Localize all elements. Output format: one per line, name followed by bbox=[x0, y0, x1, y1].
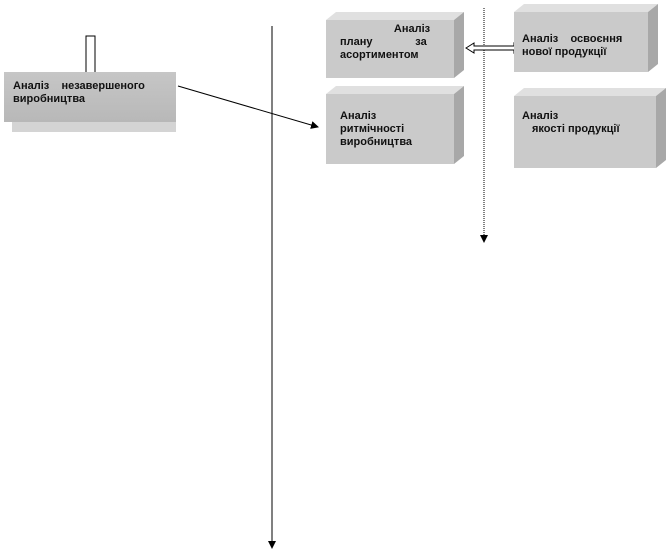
box-unfinished-shadow bbox=[12, 122, 176, 132]
label-quality: Аналіз якості продукції bbox=[522, 110, 650, 136]
label-quality-line2: якості продукції bbox=[532, 123, 620, 135]
box-rhythm-shape bbox=[326, 86, 464, 164]
label-unfinished-line2: виробництва bbox=[13, 93, 86, 105]
label-assortment-line2: плану за bbox=[340, 36, 427, 48]
label-new-products-line1: Аналіз освоєння bbox=[522, 33, 623, 45]
label-assortment-line1: Аналіз bbox=[393, 23, 431, 35]
box-new-products-shape bbox=[514, 4, 658, 72]
box-quality-shape bbox=[514, 88, 666, 168]
label-assortment: Аналіз плану за асортиментом bbox=[340, 23, 454, 62]
label-rhythm-line2: ритмічності bbox=[340, 123, 405, 135]
box-quality bbox=[514, 88, 666, 168]
diagonal-arrow bbox=[177, 85, 319, 129]
box-assortment-shape bbox=[326, 12, 464, 78]
label-unfinished-line1: Аналіз незавершеного bbox=[13, 80, 145, 92]
box-rhythm bbox=[326, 86, 464, 164]
label-unfinished: Аналіз незавершеного виробництва bbox=[13, 80, 165, 106]
box-new-products bbox=[514, 4, 658, 72]
label-rhythm-line1: Аналіз bbox=[340, 110, 377, 122]
box-unfinished-production bbox=[4, 72, 176, 122]
label-rhythm: Аналіз ритмічності виробництва bbox=[340, 110, 450, 149]
label-assortment-line3: асортиментом bbox=[340, 49, 419, 61]
box-assortment-plan bbox=[326, 12, 464, 78]
label-new-products: Аналіз освоєння нової продукції bbox=[522, 33, 650, 59]
label-quality-line1: Аналіз bbox=[522, 110, 559, 122]
label-rhythm-line3: виробництва bbox=[340, 136, 413, 148]
label-new-products-line2: нової продукції bbox=[522, 46, 607, 58]
